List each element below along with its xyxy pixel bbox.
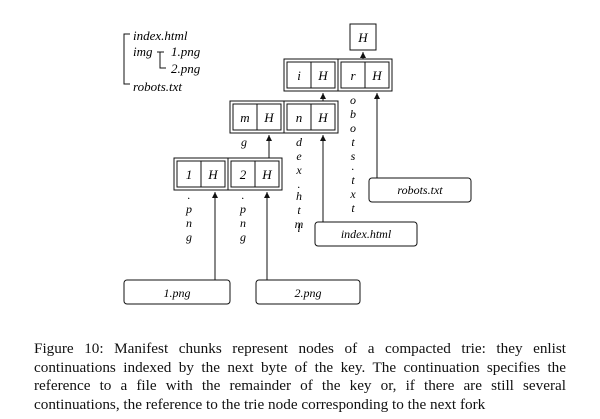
tree-root-label: index.html (133, 28, 188, 43)
svg-text:x: x (295, 163, 302, 177)
svg-text:m: m (295, 217, 304, 231)
top-node-box (349, 23, 377, 51)
svg-text:.: . (188, 188, 191, 202)
file-robots-label: robots.txt (397, 183, 443, 197)
svg-text:g: g (240, 230, 246, 244)
svg-text:g: g (186, 230, 192, 244)
tree-img-child-1: 1.png (171, 44, 201, 59)
file-index-label: index.html (341, 227, 392, 241)
svg-text:.: . (242, 188, 245, 202)
suffix-dexhtml: d e x . h t m l (295, 135, 304, 235)
caption-text: Figure 10: Manifest chunks represent nod… (34, 340, 566, 413)
node-low-cell-2: H (207, 167, 218, 182)
svg-text:.: . (298, 177, 301, 191)
svg-text:o: o (350, 121, 356, 135)
tree-bracket (123, 33, 130, 85)
svg-text:p: p (185, 202, 192, 216)
node-mid-cell-2: H (263, 110, 274, 125)
node-top: i H r H (283, 58, 393, 92)
svg-text:d: d (296, 135, 303, 149)
node-low-cell-1: 1 (186, 167, 193, 182)
tree-last-label: robots.txt (133, 79, 182, 94)
svg-text:t: t (351, 201, 355, 215)
suffix-obots: o b o t s . t x t (349, 93, 356, 215)
file-png1: 1.png (123, 279, 231, 305)
svg-text:o: o (350, 93, 356, 107)
top-node-label: H (357, 30, 368, 45)
tree-img-label: img (133, 44, 153, 59)
suffix-labels: g d e x . h t m l o b o t s . t x t . p … (185, 93, 356, 244)
node-mid-cell-1: m (240, 110, 249, 125)
tree-sub-bracket (157, 51, 166, 69)
svg-text:l: l (297, 221, 301, 235)
file-tree: index.html img 1.png 2.png robots.txt (123, 28, 201, 94)
trie-diagram: index.html img 1.png 2.png robots.txt H … (123, 23, 472, 305)
node-mid: m H n H (229, 100, 339, 134)
svg-text:h: h (296, 189, 302, 203)
figure-caption: Figure 10: Manifest chunks represent nod… (34, 340, 566, 414)
svg-text:n: n (186, 216, 192, 230)
svg-text:p: p (239, 202, 246, 216)
svg-text:.: . (352, 159, 355, 173)
svg-text:x: x (349, 187, 356, 201)
svg-text:t: t (297, 203, 301, 217)
svg-text:s: s (351, 149, 356, 163)
suffix-png-1: . p n g (185, 188, 192, 244)
file-png1-label: 1.png (164, 286, 191, 300)
suffix-g: g (241, 135, 247, 149)
node-top-cell-4: H (371, 68, 382, 83)
node-top-cell-3: r (350, 68, 356, 83)
file-index: index.html (314, 221, 418, 247)
tree-img-child-2: 2.png (171, 61, 201, 76)
node-low-cell-3: 2 (240, 167, 247, 182)
svg-text:n: n (240, 216, 246, 230)
node-top-cell-1: i (297, 68, 301, 83)
arrows (212, 52, 380, 280)
node-top-cell-2: H (317, 68, 328, 83)
file-png2: 2.png (255, 279, 361, 305)
node-low-cell-4: H (261, 167, 272, 182)
suffix-png-2: . p n g (239, 188, 246, 244)
file-png2-label: 2.png (295, 286, 322, 300)
node-low: 1 H 2 H (173, 157, 283, 191)
svg-text:e: e (296, 149, 302, 163)
svg-text:t: t (351, 135, 355, 149)
svg-text:b: b (350, 107, 356, 121)
node-mid-cell-4: H (317, 110, 328, 125)
file-robots: robots.txt (368, 177, 472, 203)
svg-text:t: t (351, 173, 355, 187)
node-mid-cell-3: n (296, 110, 303, 125)
